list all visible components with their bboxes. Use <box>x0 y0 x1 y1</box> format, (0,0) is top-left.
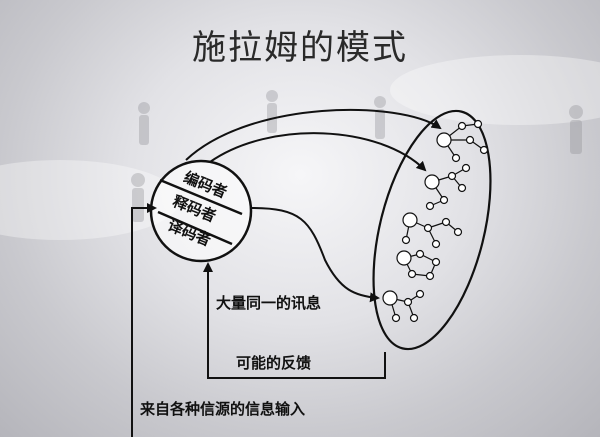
page-title: 施拉姆的模式 <box>192 28 408 68</box>
network-cluster-3 <box>401 212 463 249</box>
input-arrow <box>131 203 157 437</box>
network-cluster-2 <box>424 163 471 211</box>
network-cluster-5 <box>382 289 425 323</box>
network-cluster-4 <box>396 249 441 281</box>
audience-ellipse <box>372 109 492 351</box>
message-arrow-3 <box>251 207 380 303</box>
feedback-label: 可能的反馈 <box>236 354 312 372</box>
message-arrow-2 <box>209 132 427 172</box>
feedback-arrow <box>203 262 386 379</box>
same-message-label: 大量同一的讯息 <box>216 294 322 312</box>
message-arrow-1 <box>185 108 442 161</box>
input-label: 来自各种信源的信息输入 <box>140 400 306 418</box>
network-cluster-1 <box>436 119 489 163</box>
